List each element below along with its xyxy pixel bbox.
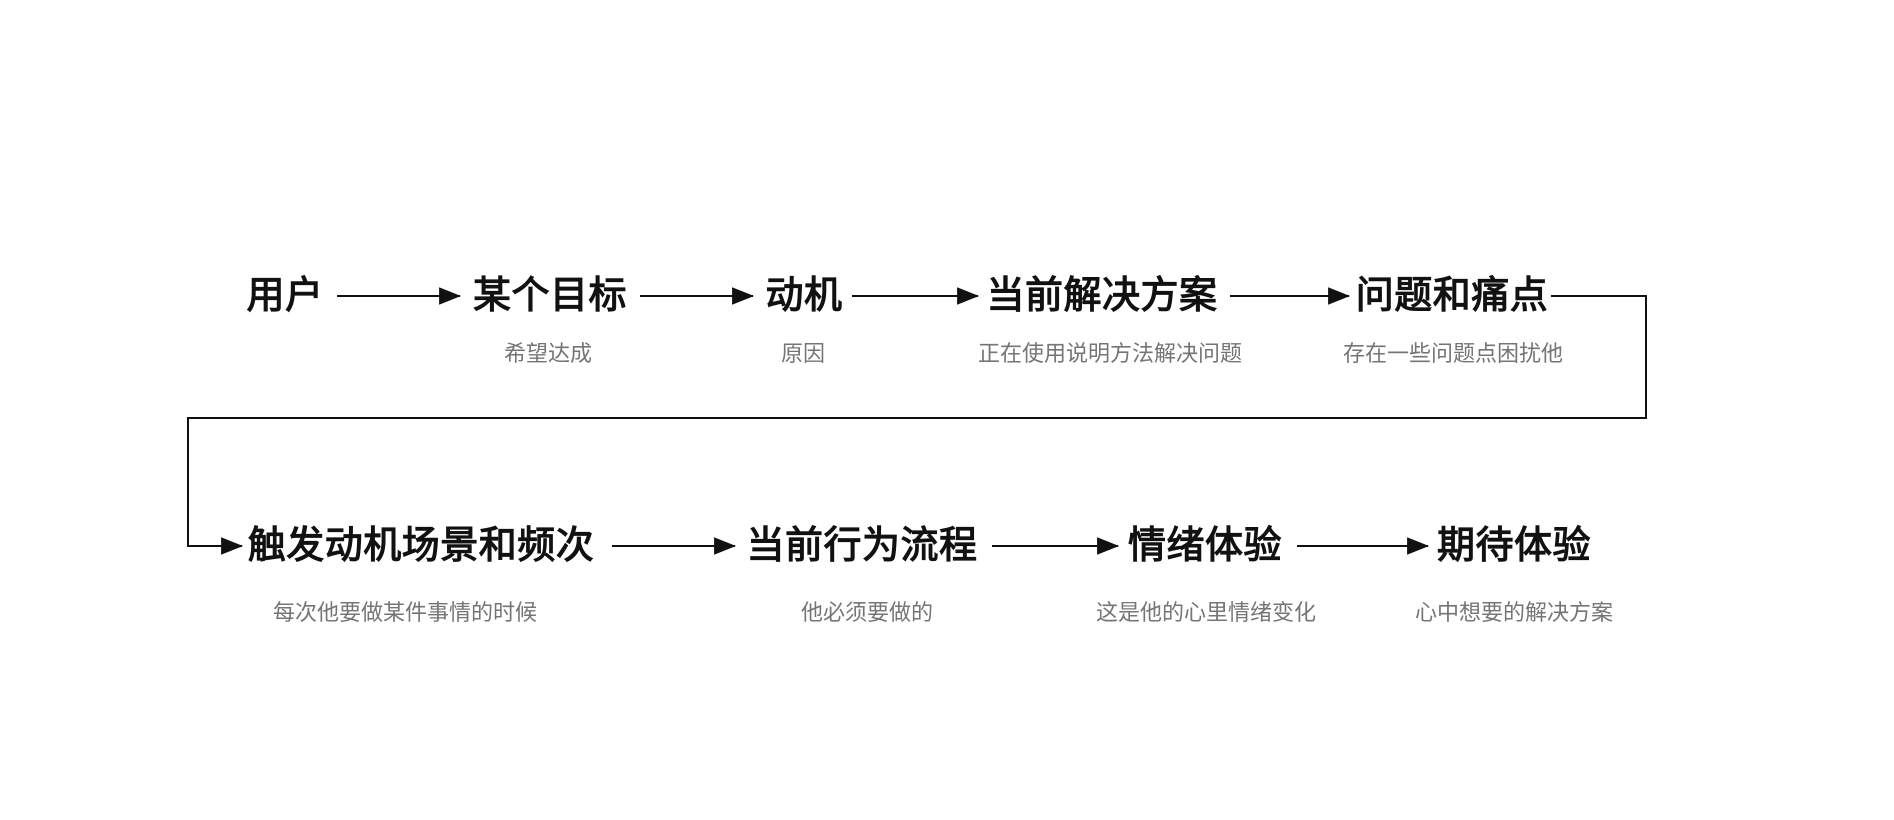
node-sub-current-solution: 正在使用说明方法解决问题: [977, 341, 1243, 366]
node-sub-behavior-flow: 他必须要做的: [800, 600, 934, 625]
node-title-pain-points: 问题和痛点: [1355, 275, 1549, 317]
node-sub-motivation: 原因: [780, 341, 826, 366]
node-title-goal: 某个目标: [472, 275, 628, 317]
node-sub-emotion-experience: 这是他的心里情绪变化: [1095, 600, 1317, 625]
node-sub-trigger-scene-frequency: 每次他要做某件事情的时候: [272, 600, 538, 625]
node-title-emotion-experience: 情绪体验: [1127, 525, 1283, 567]
node-sub-pain-points: 存在一些问题点困扰他: [1342, 341, 1564, 366]
node-title-trigger-scene-frequency: 触发动机场景和频次: [247, 525, 595, 567]
node-sub-goal: 希望达成: [503, 341, 593, 366]
node-title-expected-experience: 期待体验: [1436, 525, 1592, 567]
node-title-current-solution: 当前解决方案: [986, 275, 1218, 317]
connector-painpoints-to-trigger: [187, 295, 1647, 555]
node-title-motivation: 动机: [765, 275, 843, 317]
node-title-behavior-flow: 当前行为流程: [746, 525, 978, 567]
node-title-user: 用户: [246, 275, 324, 317]
node-sub-expected-experience: 心中想要的解决方案: [1414, 600, 1614, 625]
